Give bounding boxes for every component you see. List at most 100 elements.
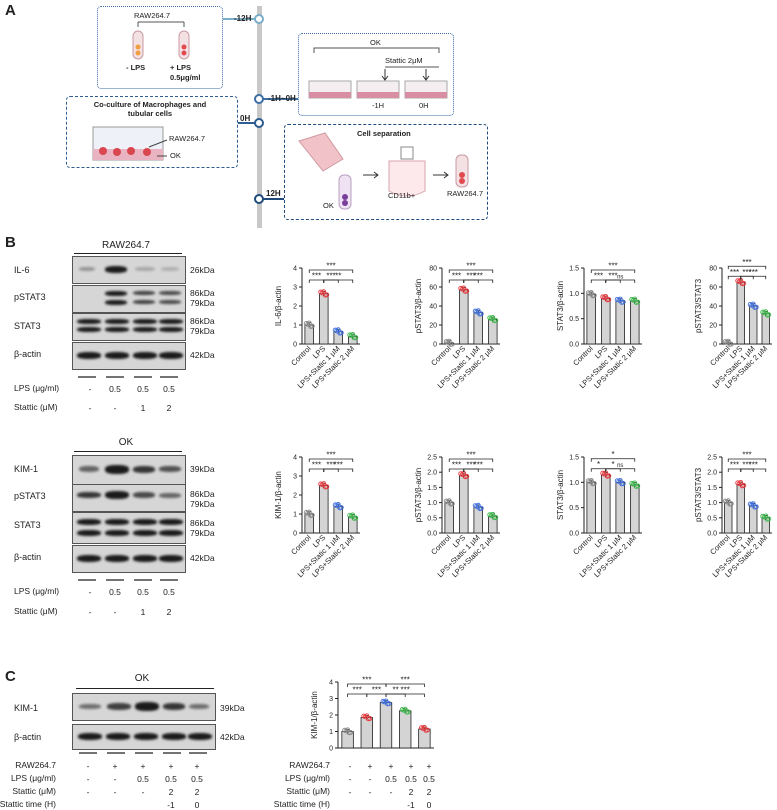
treatment-value: 0.5 — [423, 774, 435, 784]
bar — [761, 313, 770, 345]
data-point — [620, 299, 626, 305]
blot-b1-row-label-bactin: β-actin — [14, 349, 42, 359]
data-point — [334, 328, 340, 334]
coculture-ok-label: OK — [170, 151, 181, 160]
data-point — [738, 277, 744, 283]
y-tick-label: 0 — [293, 531, 297, 538]
y-tick-label: 0 — [433, 342, 437, 349]
blot-b2-lps-label: LPS (μg/ml) — [14, 586, 60, 596]
data-point — [633, 483, 639, 489]
data-point — [348, 333, 354, 339]
data-point — [487, 315, 493, 321]
data-point — [348, 513, 354, 519]
y-tick-label: 60 — [429, 285, 437, 292]
significance-label: * — [611, 450, 614, 459]
data-point — [351, 515, 357, 521]
blot-b2-pstat3 — [72, 484, 186, 512]
significance-bracket — [605, 279, 636, 283]
data-point — [488, 316, 494, 321]
blot-b2-stattic-val: - — [113, 607, 117, 617]
data-point — [324, 484, 330, 490]
significance-label: *** — [362, 676, 371, 685]
treatment-value: + — [140, 761, 146, 771]
treatment-value: - — [141, 787, 145, 797]
data-point — [474, 309, 480, 315]
x-tick-label: LPS — [728, 344, 744, 360]
blot-b2-kda-stat3-79: 79kDa — [190, 528, 215, 538]
data-point — [487, 512, 493, 518]
data-point — [760, 513, 766, 519]
data-point — [727, 342, 733, 348]
data-point — [629, 480, 635, 486]
data-point — [761, 514, 767, 520]
data-point — [764, 516, 770, 522]
y-tick-label: 1.5 — [569, 266, 579, 273]
y-tick-label: 2.5 — [707, 455, 717, 462]
bar — [399, 710, 412, 749]
data-point — [616, 479, 622, 485]
significance-label: *** — [608, 272, 617, 281]
y-tick-label: 0.0 — [569, 342, 579, 349]
treatment-value: -1 — [407, 800, 415, 810]
blot-b2-kda-kim1: 39kDa — [190, 464, 215, 474]
data-point — [753, 304, 759, 310]
bar — [333, 331, 343, 345]
data-point — [614, 478, 620, 484]
data-point — [472, 308, 478, 314]
blot-b1-bactin — [72, 342, 186, 370]
x-tick-label: LPS+Static 2 μM — [310, 344, 356, 390]
data-point — [350, 332, 356, 337]
data-point — [590, 293, 596, 299]
bar — [615, 300, 626, 345]
bar — [347, 335, 358, 345]
significance-label: ** — [335, 272, 341, 281]
significance-bracket — [308, 458, 354, 462]
bar — [304, 513, 314, 534]
separation-illustration — [298, 132, 469, 210]
data-point — [617, 296, 623, 302]
x-tick-label: LPS+Static 2 μM — [310, 533, 356, 579]
blot-b1-lane-lines — [78, 376, 178, 378]
data-point — [619, 300, 625, 305]
data-point — [361, 713, 367, 719]
data-point — [385, 701, 390, 707]
x-tick-label: LPS+Static 2 μM — [723, 533, 769, 579]
significance-label: *** — [326, 461, 335, 470]
bar — [318, 485, 329, 534]
data-point — [421, 724, 427, 730]
y-axis-label: pSTAT3/STAT3 — [694, 467, 703, 522]
timeline-node-m12 — [254, 14, 264, 24]
bar — [473, 312, 483, 345]
data-point — [739, 281, 745, 287]
y-tick-label: 0 — [329, 746, 333, 753]
blot-b1-stattic-val: 1 — [140, 403, 146, 413]
x-tick-label: LPS — [593, 533, 609, 549]
zero-h-label: 0H — [419, 101, 429, 110]
data-point — [402, 706, 408, 712]
time-label-m1: -1H~0H — [268, 94, 296, 103]
data-point — [619, 481, 625, 487]
panel-label-a: A — [5, 2, 16, 19]
blot-b2-title: OK — [118, 437, 134, 448]
blot-b1-title: RAW264.7 — [102, 240, 150, 251]
data-point — [614, 296, 620, 302]
x-tick-label: LPS+Static 1 μM — [711, 533, 757, 579]
bar — [630, 300, 640, 345]
data-point — [601, 471, 607, 477]
data-point — [764, 312, 770, 318]
y-tick-label: 60 — [709, 285, 717, 292]
significance-bracket — [323, 279, 354, 283]
x-tick-label: Control — [289, 344, 313, 368]
timeline-node-m1 — [254, 94, 264, 104]
data-point — [766, 312, 772, 318]
significance-label: *** — [474, 272, 483, 281]
treatment-value: -1 — [167, 800, 175, 810]
data-point — [763, 513, 769, 519]
x-tick-label: LPS — [311, 344, 327, 360]
data-point — [588, 289, 594, 295]
significance-bracket — [463, 468, 494, 472]
data-point — [722, 498, 728, 504]
data-point — [458, 285, 464, 291]
data-point — [335, 327, 341, 333]
bar — [418, 728, 431, 749]
